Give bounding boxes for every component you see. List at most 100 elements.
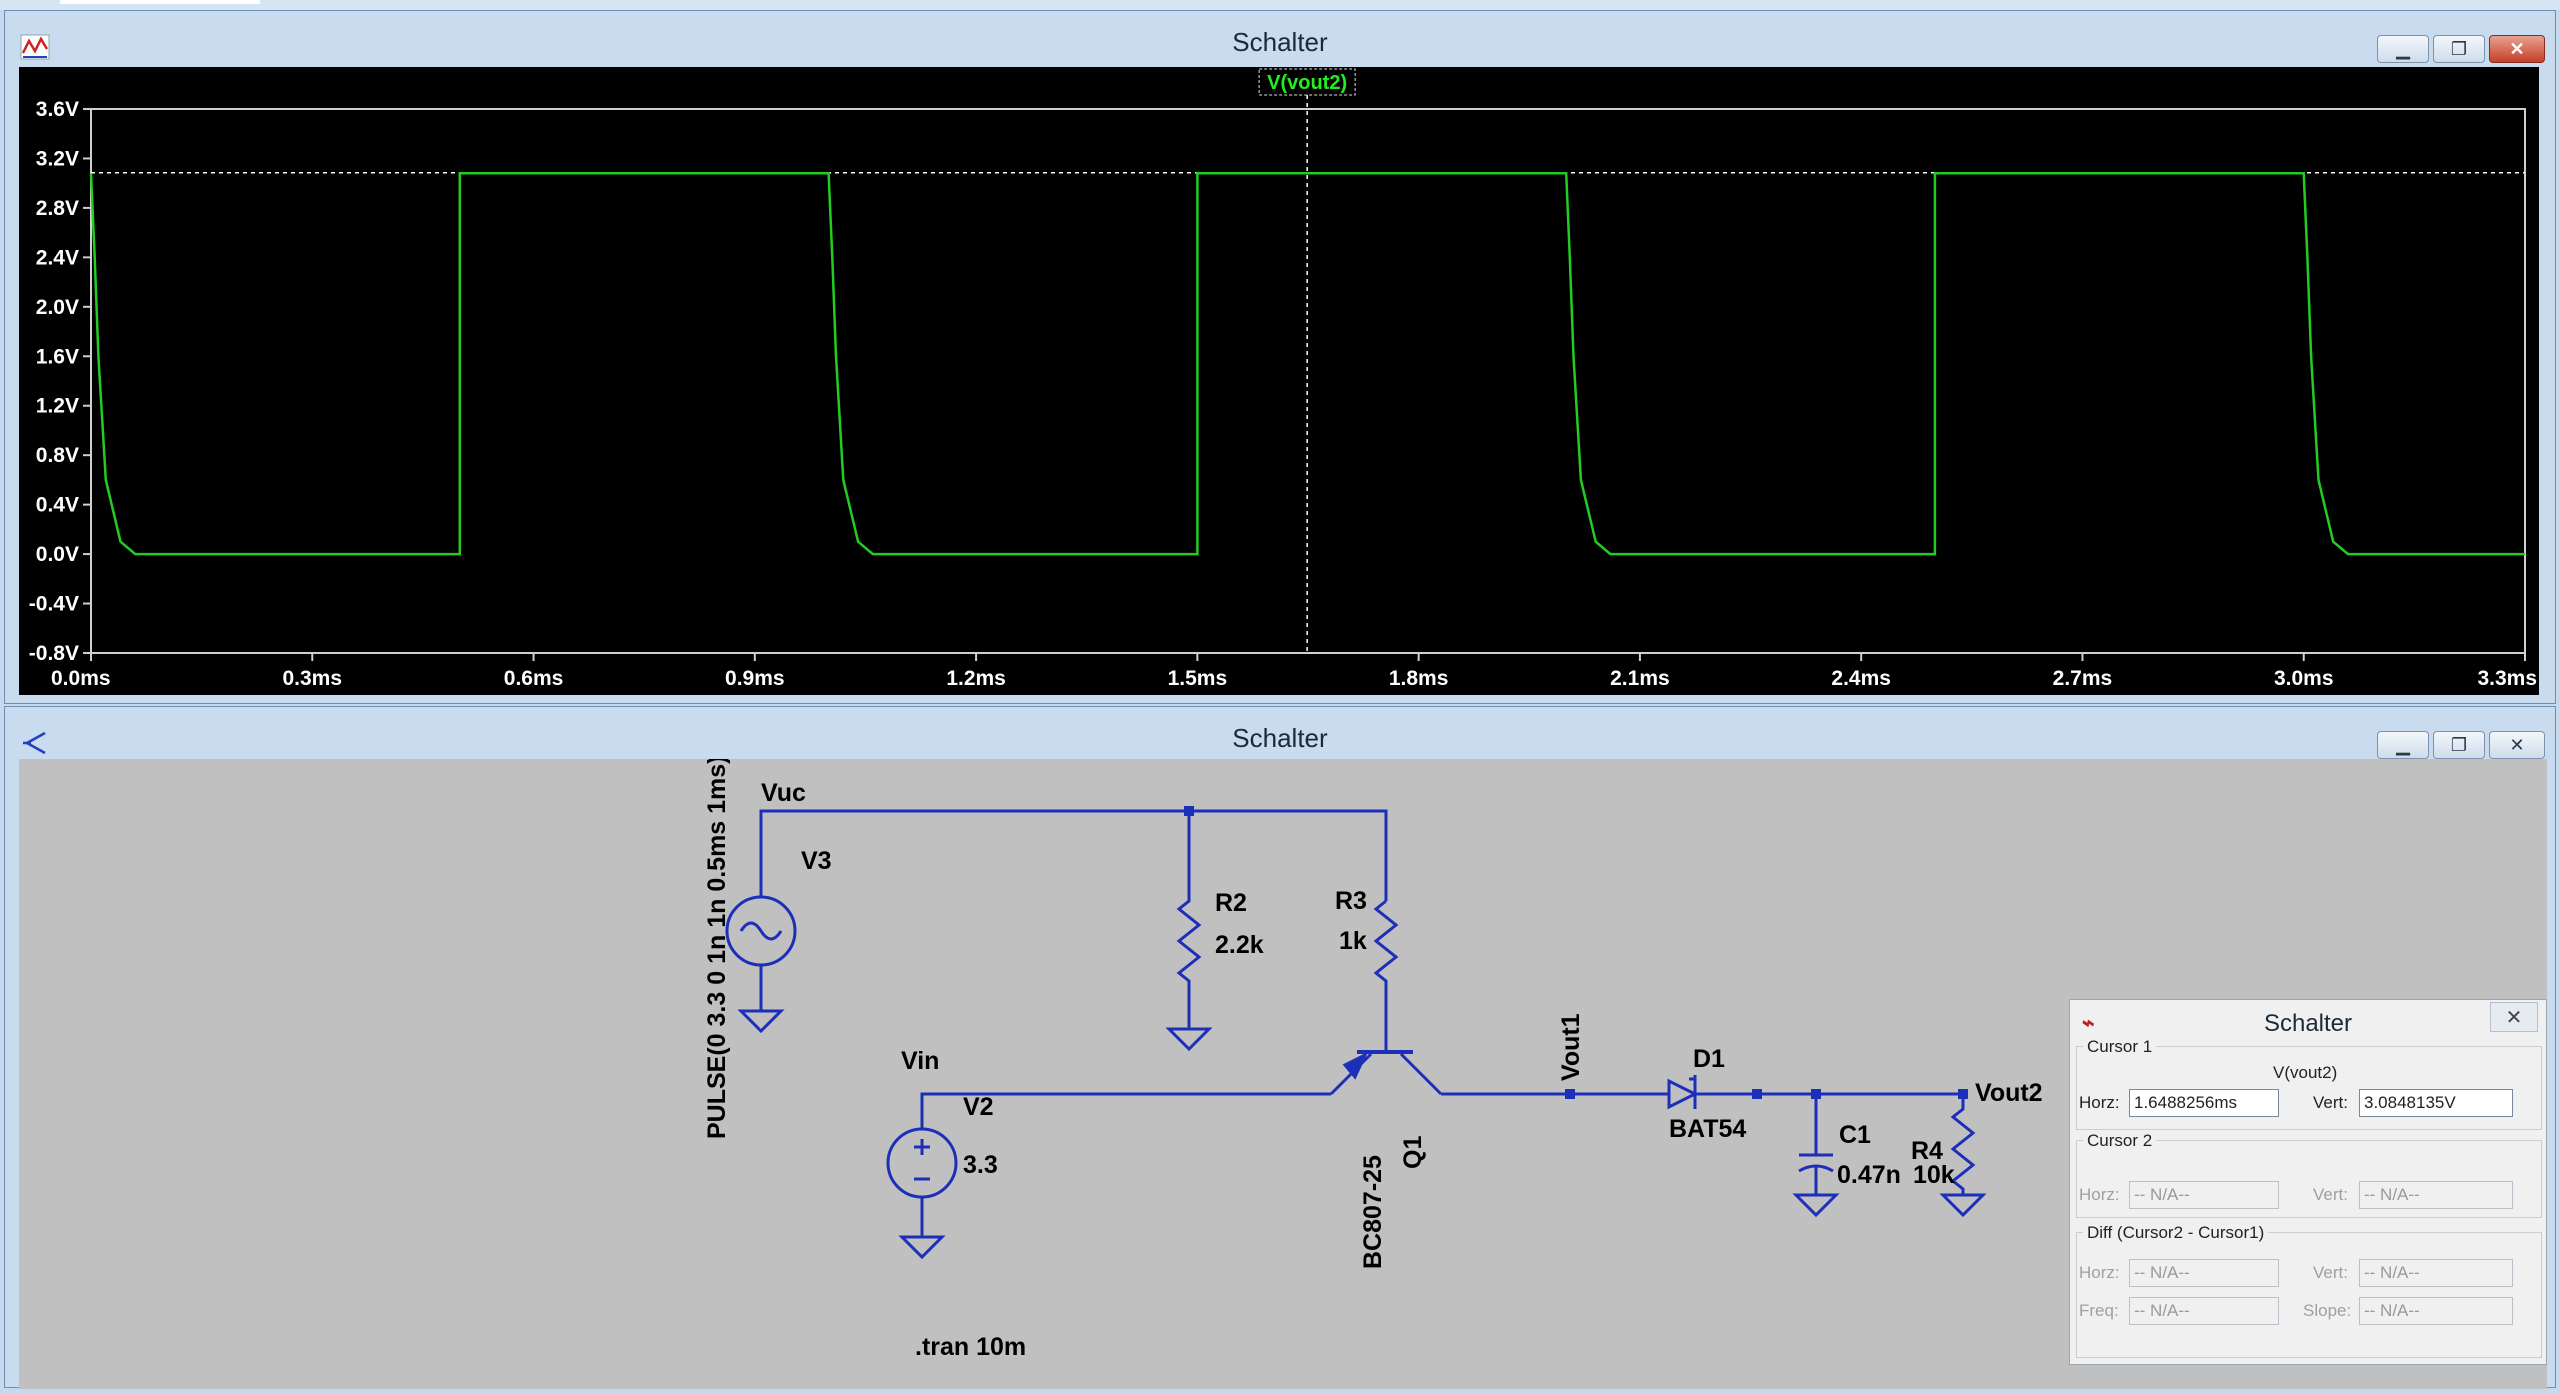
diff-vert-label: Vert:	[2313, 1263, 2348, 1282]
y-tick-label: 0.0V	[36, 543, 79, 566]
wire-vin	[920, 1092, 1331, 1129]
diff-horz-field[interactable]: -- N/A--	[2129, 1259, 2279, 1287]
v3-sine-icon	[739, 921, 783, 941]
top-strip	[0, 0, 2560, 10]
diff-slope-field[interactable]: -- N/A--	[2359, 1297, 2513, 1325]
junction-dot	[1811, 1089, 1821, 1099]
wire-vuc	[759, 809, 1388, 901]
x-tick-label: 2.1ms	[1610, 667, 1670, 690]
junction-dot	[1565, 1089, 1575, 1099]
minimize-button[interactable]: ▁	[2377, 35, 2429, 63]
label-vuc: Vuc	[761, 779, 806, 807]
y-tick-label: -0.8V	[29, 642, 79, 665]
cursor1-horz-label: Horz:	[2079, 1093, 2120, 1112]
x-tick-label: 2.4ms	[1831, 667, 1891, 690]
y-tick-label: 3.6V	[36, 98, 79, 121]
cursor1-trace-name: V(vout2)	[2273, 1063, 2338, 1082]
cursor2-vert-field[interactable]: -- N/A--	[2359, 1181, 2513, 1209]
diff-freq-field[interactable]: -- N/A--	[2129, 1297, 2279, 1325]
plot-titlebar[interactable]: Schalter ▁ ❐ ✕	[5, 11, 2555, 71]
label-vout1: Vout1	[1557, 1013, 1585, 1081]
trace-label: V(vout2)	[1267, 72, 1347, 94]
diff-vert-field[interactable]: -- N/A--	[2359, 1259, 2513, 1287]
cursor1-vert-field[interactable]: 3.0848135V	[2359, 1089, 2513, 1117]
series-line	[89, 172, 2525, 556]
waveform-chart[interactable]: 3.6V3.2V2.8V2.4V2.0V1.6V1.2V0.8V0.4V0.0V…	[19, 67, 2539, 695]
r3-resistor-symbol	[1373, 899, 1399, 1052]
cursor-panel: ⌁ Schalter ✕ Cursor 1 V(vout2) Horz: 1.6…	[2069, 999, 2547, 1365]
schematic-window: Schalter ▁ ❐ ✕	[4, 706, 2556, 1389]
diff-group-label: Diff (Cursor2 - Cursor1)	[2083, 1223, 2269, 1243]
cursor2-horz-field[interactable]: -- N/A--	[2129, 1181, 2279, 1209]
x-tick-label: 0.0ms	[51, 667, 111, 690]
y-tick-label: 3.2V	[36, 147, 79, 170]
y-tick-label: 1.6V	[36, 345, 79, 368]
close-button[interactable]: ✕	[2490, 1002, 2538, 1032]
schematic-drawing[interactable]: Vuc V3 PULSE(0 3.3 0 1n 1n 0.5ms 1ms) R2…	[19, 755, 2547, 1389]
x-tick-label: 3.0ms	[2274, 667, 2334, 690]
restore-icon: ❐	[2450, 38, 2468, 59]
cursor1-vert-label: Vert:	[2313, 1093, 2348, 1112]
ground-icon	[1792, 1193, 1840, 1218]
label-tran-directive: .tran 10m	[915, 1333, 1026, 1361]
ground-icon	[737, 1009, 785, 1034]
label-r4-value: 10k	[1913, 1161, 1955, 1189]
label-r3: R3	[1335, 887, 1367, 915]
close-button[interactable]: ✕	[2489, 35, 2545, 63]
ground-icon	[1165, 1027, 1213, 1052]
label-q1: Q1	[1399, 1136, 1427, 1169]
q1-emitter-arrow	[1342, 1051, 1369, 1080]
diff-freq-label: Freq:	[2079, 1301, 2119, 1320]
x-tick-label: 0.3ms	[282, 667, 342, 690]
restore-button[interactable]: ❐	[2433, 35, 2485, 63]
y-tick-label: 0.4V	[36, 494, 79, 517]
r2-resistor-symbol	[1176, 897, 1202, 1029]
junction-dot	[1184, 806, 1194, 816]
cursor1-group-label: Cursor 1	[2083, 1037, 2157, 1057]
cursor2-group-label: Cursor 2	[2083, 1131, 2157, 1151]
close-button[interactable]: ✕	[2489, 731, 2545, 759]
diff-group: Diff (Cursor2 - Cursor1) Horz: -- N/A-- …	[2076, 1223, 2542, 1358]
x-tick-label: 1.2ms	[946, 667, 1006, 690]
d1-diode-symbol	[1667, 1078, 1699, 1110]
trace-label-box	[1258, 68, 1356, 96]
restore-button[interactable]: ❐	[2433, 731, 2485, 759]
label-v2: V2	[963, 1093, 994, 1121]
r4-resistor-symbol	[1950, 1094, 1976, 1195]
schematic-window-controls: ▁ ❐ ✕	[2377, 731, 2545, 761]
label-v2-value: 3.3	[963, 1151, 998, 1179]
close-icon: ✕	[2509, 38, 2525, 59]
x-tick-label: 1.8ms	[1389, 667, 1449, 690]
cursor1-horz-field[interactable]: 1.6488256ms	[2129, 1089, 2279, 1117]
label-r2: R2	[1215, 889, 1247, 917]
label-vin: Vin	[901, 1047, 939, 1075]
close-icon: ✕	[2505, 1006, 2523, 1029]
x-tick-label: 1.5ms	[1168, 667, 1228, 690]
plot-frame	[90, 108, 2526, 654]
cursor-panel-icon: ⌁	[2080, 1010, 2094, 1035]
y-tick-label: -0.4V	[29, 593, 79, 616]
plot-window-title: Schalter	[1232, 27, 1328, 57]
schematic-window-title: Schalter	[1232, 723, 1328, 753]
label-c1-value: 0.47n	[1837, 1161, 1901, 1189]
schematic-canvas[interactable]: Vuc V3 PULSE(0 3.3 0 1n 1n 0.5ms 1ms) R2…	[19, 755, 2547, 1389]
plot-window-controls: ▁ ❐ ✕	[2377, 35, 2545, 65]
cursor2-vert-label: Vert:	[2313, 1185, 2348, 1204]
minimize-button[interactable]: ▁	[2377, 731, 2429, 759]
label-q1-model: BC807-25	[1359, 1155, 1387, 1269]
junction-dot	[1958, 1089, 1968, 1099]
y-tick-label: 0.8V	[36, 444, 79, 467]
diff-horz-label: Horz:	[2079, 1263, 2120, 1282]
minimize-icon: ▁	[2396, 734, 2410, 755]
label-r3-value: 1k	[1339, 927, 1367, 955]
label-vout2: Vout2	[1975, 1079, 2043, 1107]
y-tick-label: 1.2V	[36, 395, 79, 418]
schematic-icon	[23, 731, 46, 755]
x-tick-label: 2.7ms	[2053, 667, 2113, 690]
label-pulse: PULSE(0 3.3 0 1n 1n 0.5ms 1ms)	[703, 759, 731, 1139]
minimize-icon: ▁	[2396, 38, 2410, 59]
label-v3: V3	[801, 847, 832, 875]
schematic-titlebar[interactable]: Schalter ▁ ❐ ✕	[5, 707, 2555, 767]
